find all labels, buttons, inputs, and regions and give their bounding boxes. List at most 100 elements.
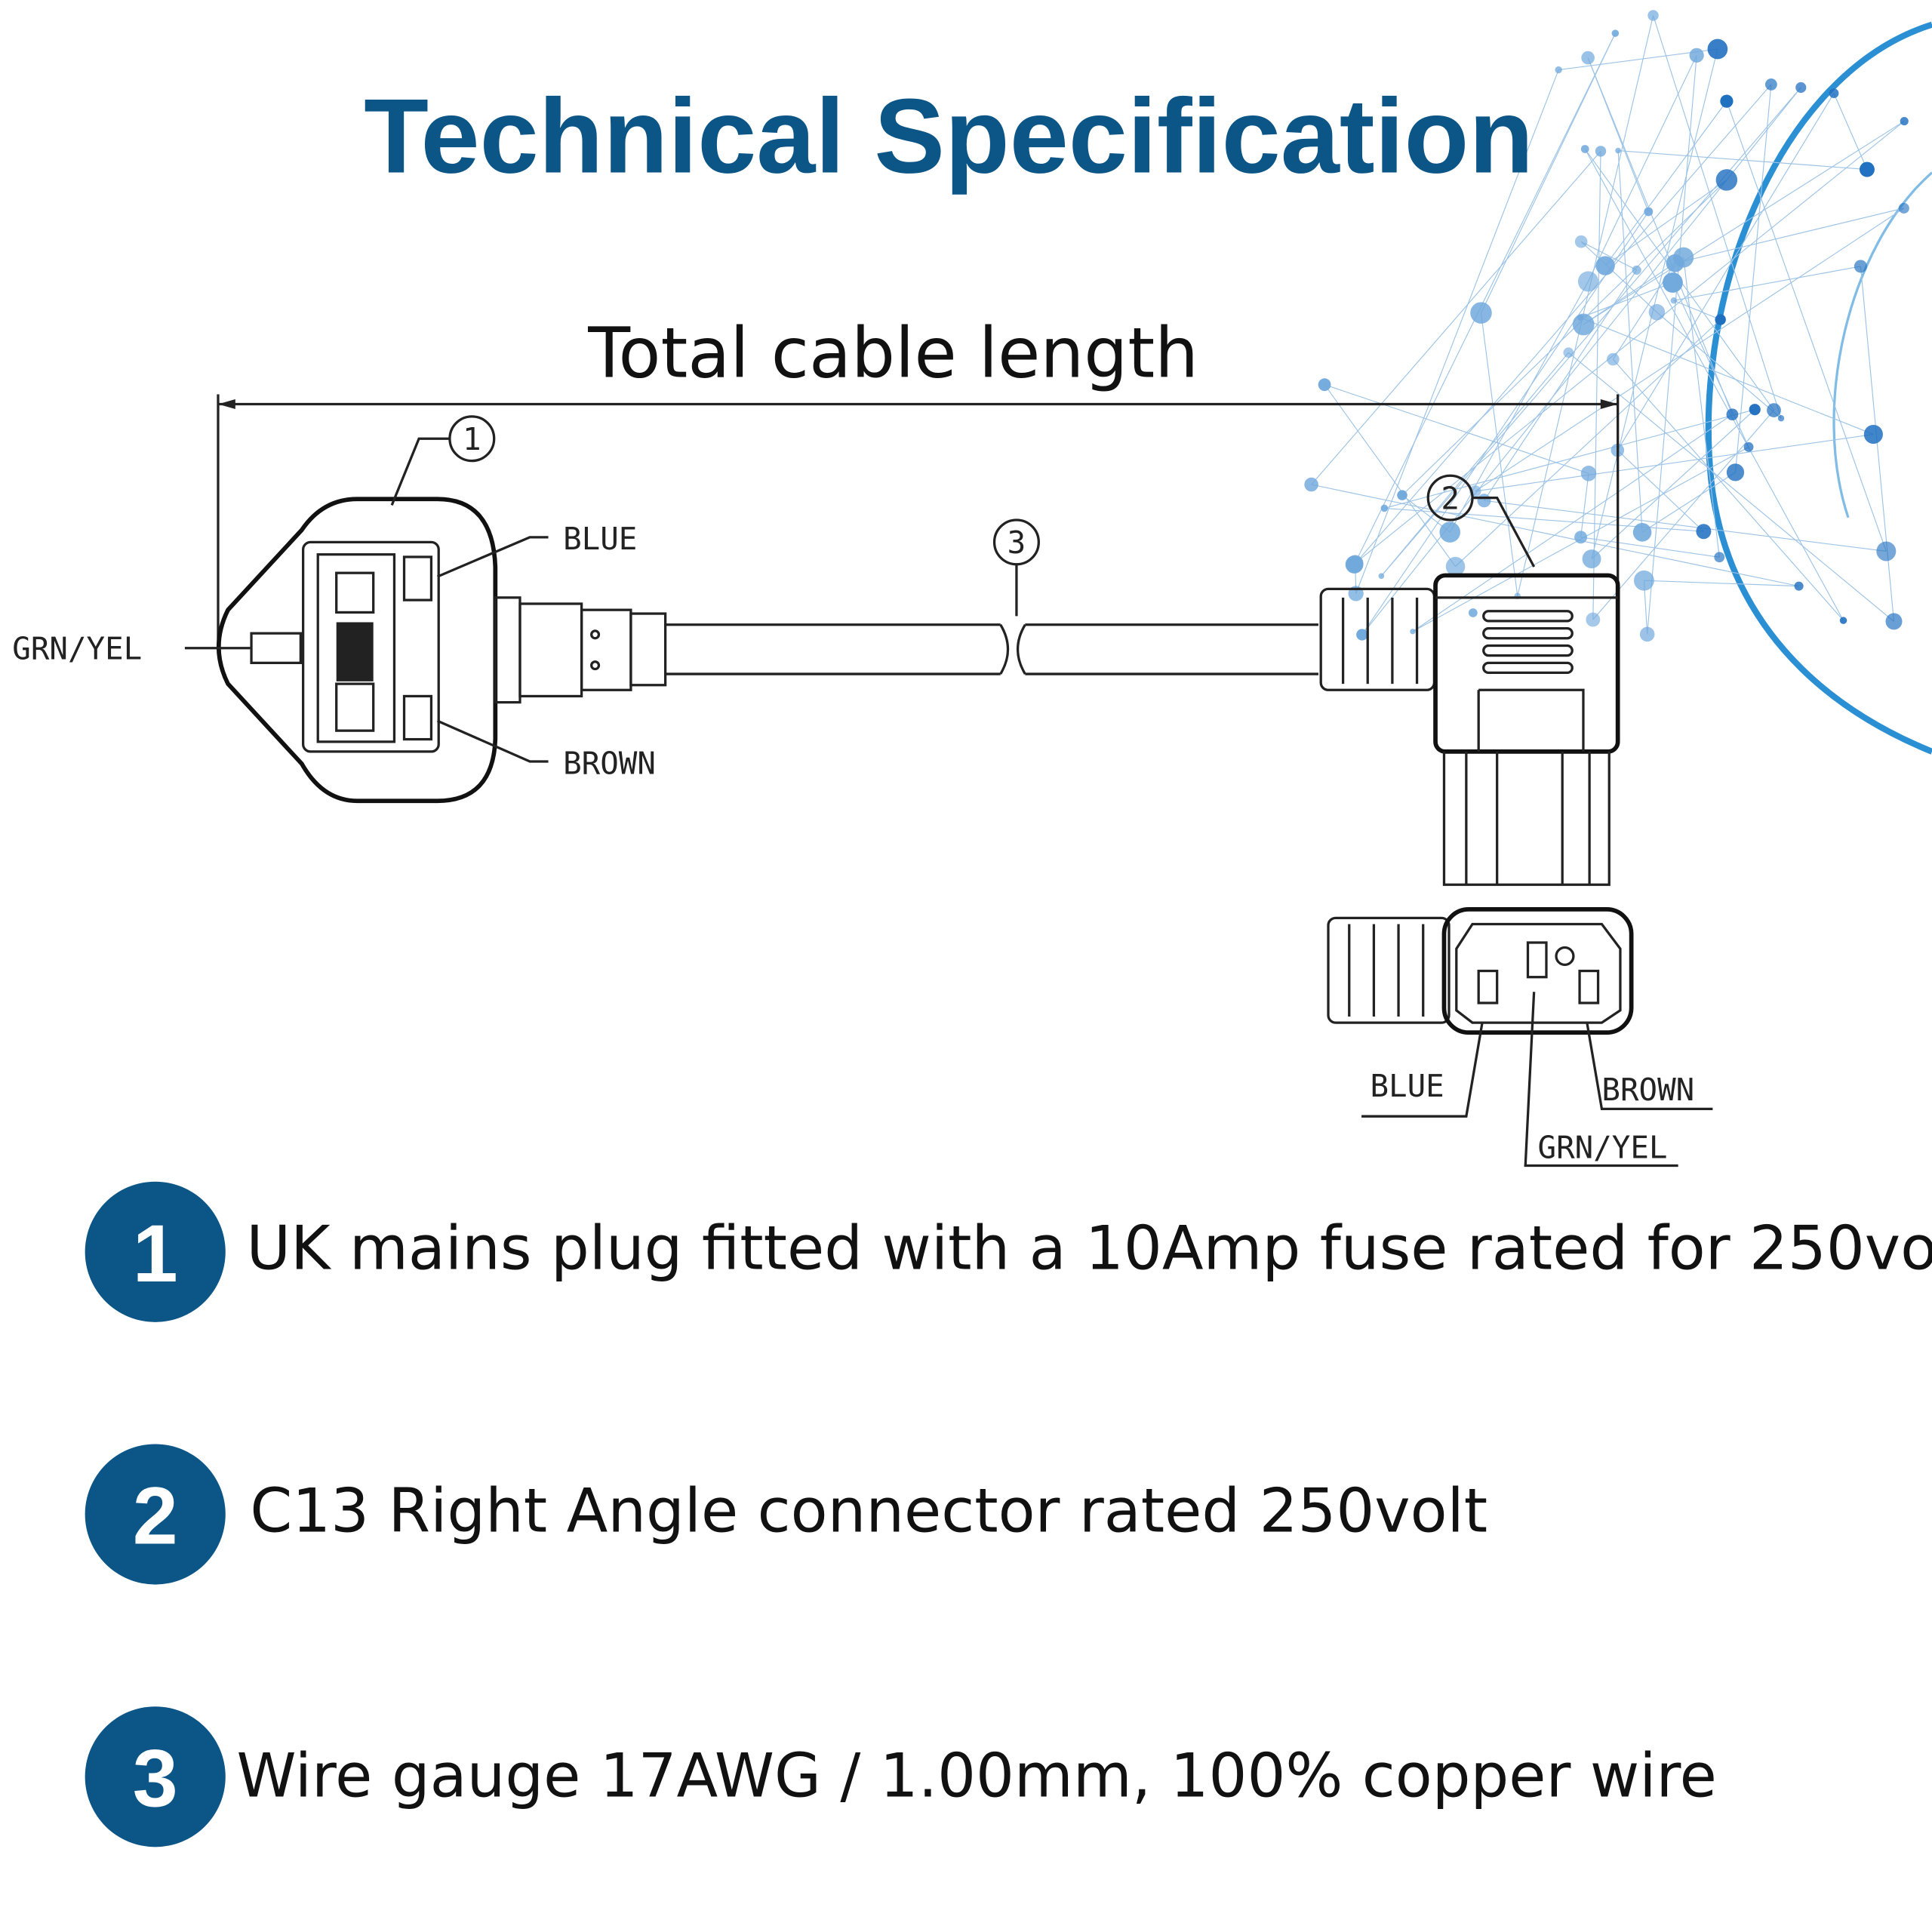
network-dot (1586, 612, 1601, 627)
network-line (1618, 150, 1867, 171)
network-dot (1477, 494, 1491, 508)
network-line (1612, 358, 1844, 621)
network-dot (1470, 302, 1492, 324)
network-dot (1595, 146, 1607, 157)
dimension-label: Total cable length (587, 313, 1198, 394)
plug-live-label: BROWN (563, 745, 656, 781)
network-dot (1854, 260, 1867, 273)
network-dot (1726, 408, 1739, 421)
network-dot (1777, 414, 1785, 422)
network-line (1311, 484, 1799, 587)
spec-text: Wire gauge 17AWG / 1.00mm, 100% copper w… (236, 1740, 1716, 1810)
spec-list: 1 UK mains plug fitted with a 10Amp fuse… (85, 1181, 1932, 1847)
network-line (1580, 537, 1720, 558)
network-line (1567, 352, 1894, 622)
network-dot (1563, 347, 1574, 358)
network-line (1675, 208, 1904, 264)
network-dot (1410, 629, 1416, 635)
network-line (1354, 84, 1772, 565)
network-dot (1696, 524, 1712, 540)
network-line (1734, 84, 1772, 472)
network-line (1580, 473, 1589, 537)
network-line (1833, 93, 1868, 170)
network-dot (1615, 147, 1621, 154)
network-line (1617, 450, 1704, 532)
spec-number: 2 (133, 1470, 178, 1561)
network-dot (1580, 466, 1597, 481)
network-dot (1900, 117, 1909, 126)
network-line (1324, 384, 1589, 474)
network-dot (1743, 441, 1754, 452)
network-dot (1304, 477, 1318, 492)
network-line (1354, 32, 1616, 565)
network-line (1311, 151, 1601, 485)
network-line (1384, 409, 1755, 509)
uk-plug-drawing: GRN/YEL BLUE BROWN 1 (12, 415, 667, 804)
network-line (1484, 500, 1887, 552)
network-dot (1670, 297, 1678, 304)
page-title: Technical Specification (364, 77, 1534, 195)
network-dot (1898, 202, 1909, 214)
network-dot (1468, 608, 1478, 617)
network-dot (1380, 504, 1389, 512)
network-dot (1577, 271, 1598, 292)
network-line (1480, 312, 1518, 596)
network-line (1617, 93, 1835, 451)
network-dot (1715, 314, 1726, 325)
globe-decoration (1304, 10, 1932, 755)
network-dot (1639, 626, 1655, 642)
network-line (1355, 69, 1559, 594)
network-line (1361, 211, 1649, 635)
network-dot (1726, 463, 1745, 481)
network-line (1592, 410, 1774, 620)
network-line (1480, 32, 1616, 313)
network-dot (1574, 235, 1588, 248)
c13-connector-drawing: 2 (1319, 474, 1620, 886)
network-dot (1318, 378, 1331, 392)
network-line (1726, 100, 1887, 552)
network-dot (1356, 629, 1368, 641)
spec-item: 2 C13 Right Angle connector rated 250vol… (85, 1444, 1487, 1585)
network-dot (1707, 38, 1728, 60)
network-dot (1794, 581, 1804, 591)
network-dot (1767, 403, 1781, 417)
network-dot (1378, 573, 1385, 580)
network-dot (1714, 552, 1725, 563)
network-dot (1673, 247, 1694, 268)
network-dot (1876, 541, 1897, 561)
network-line (1380, 352, 1569, 577)
network-dot (1863, 424, 1883, 445)
network-line (1484, 269, 1638, 501)
spec-text: UK mains plug fitted with a 10Amp fuse r… (247, 1214, 1932, 1284)
network-dot (1764, 78, 1777, 91)
callout-1: 1 (463, 421, 481, 457)
spec-number: 1 (133, 1208, 178, 1299)
spec-text: C13 Right Angle connector rated 250volt (250, 1475, 1487, 1546)
network-dot (1445, 556, 1466, 577)
network-line (1591, 48, 1718, 559)
spec-item: 1 UK mains plug fitted with a 10Amp fuse… (85, 1181, 1932, 1322)
network-line (1584, 149, 1844, 621)
network-dot (1859, 162, 1875, 177)
network-line (1592, 151, 1601, 620)
c13-front-view-drawing: BLUE GRN/YEL BROWN (1327, 907, 1713, 1168)
network-line (1860, 266, 1895, 622)
network-line (1583, 257, 1684, 325)
network-line (1384, 507, 1704, 532)
network-dot (1648, 303, 1666, 321)
network-line (1517, 15, 1654, 596)
network-dot (1839, 617, 1847, 624)
network-line (1475, 208, 1905, 492)
network-line (1673, 300, 1721, 321)
spec-number-badge (85, 1706, 226, 1847)
spec-number: 3 (133, 1732, 178, 1823)
network-line (1587, 57, 1733, 415)
network-line (1355, 121, 1905, 564)
network-dot (1555, 66, 1562, 74)
network-line (1673, 266, 1861, 301)
network-dot (1574, 531, 1588, 544)
network-dot (1580, 145, 1589, 153)
network-line (1683, 257, 1720, 558)
network-line (1583, 121, 1905, 325)
network-dot (1611, 29, 1620, 37)
